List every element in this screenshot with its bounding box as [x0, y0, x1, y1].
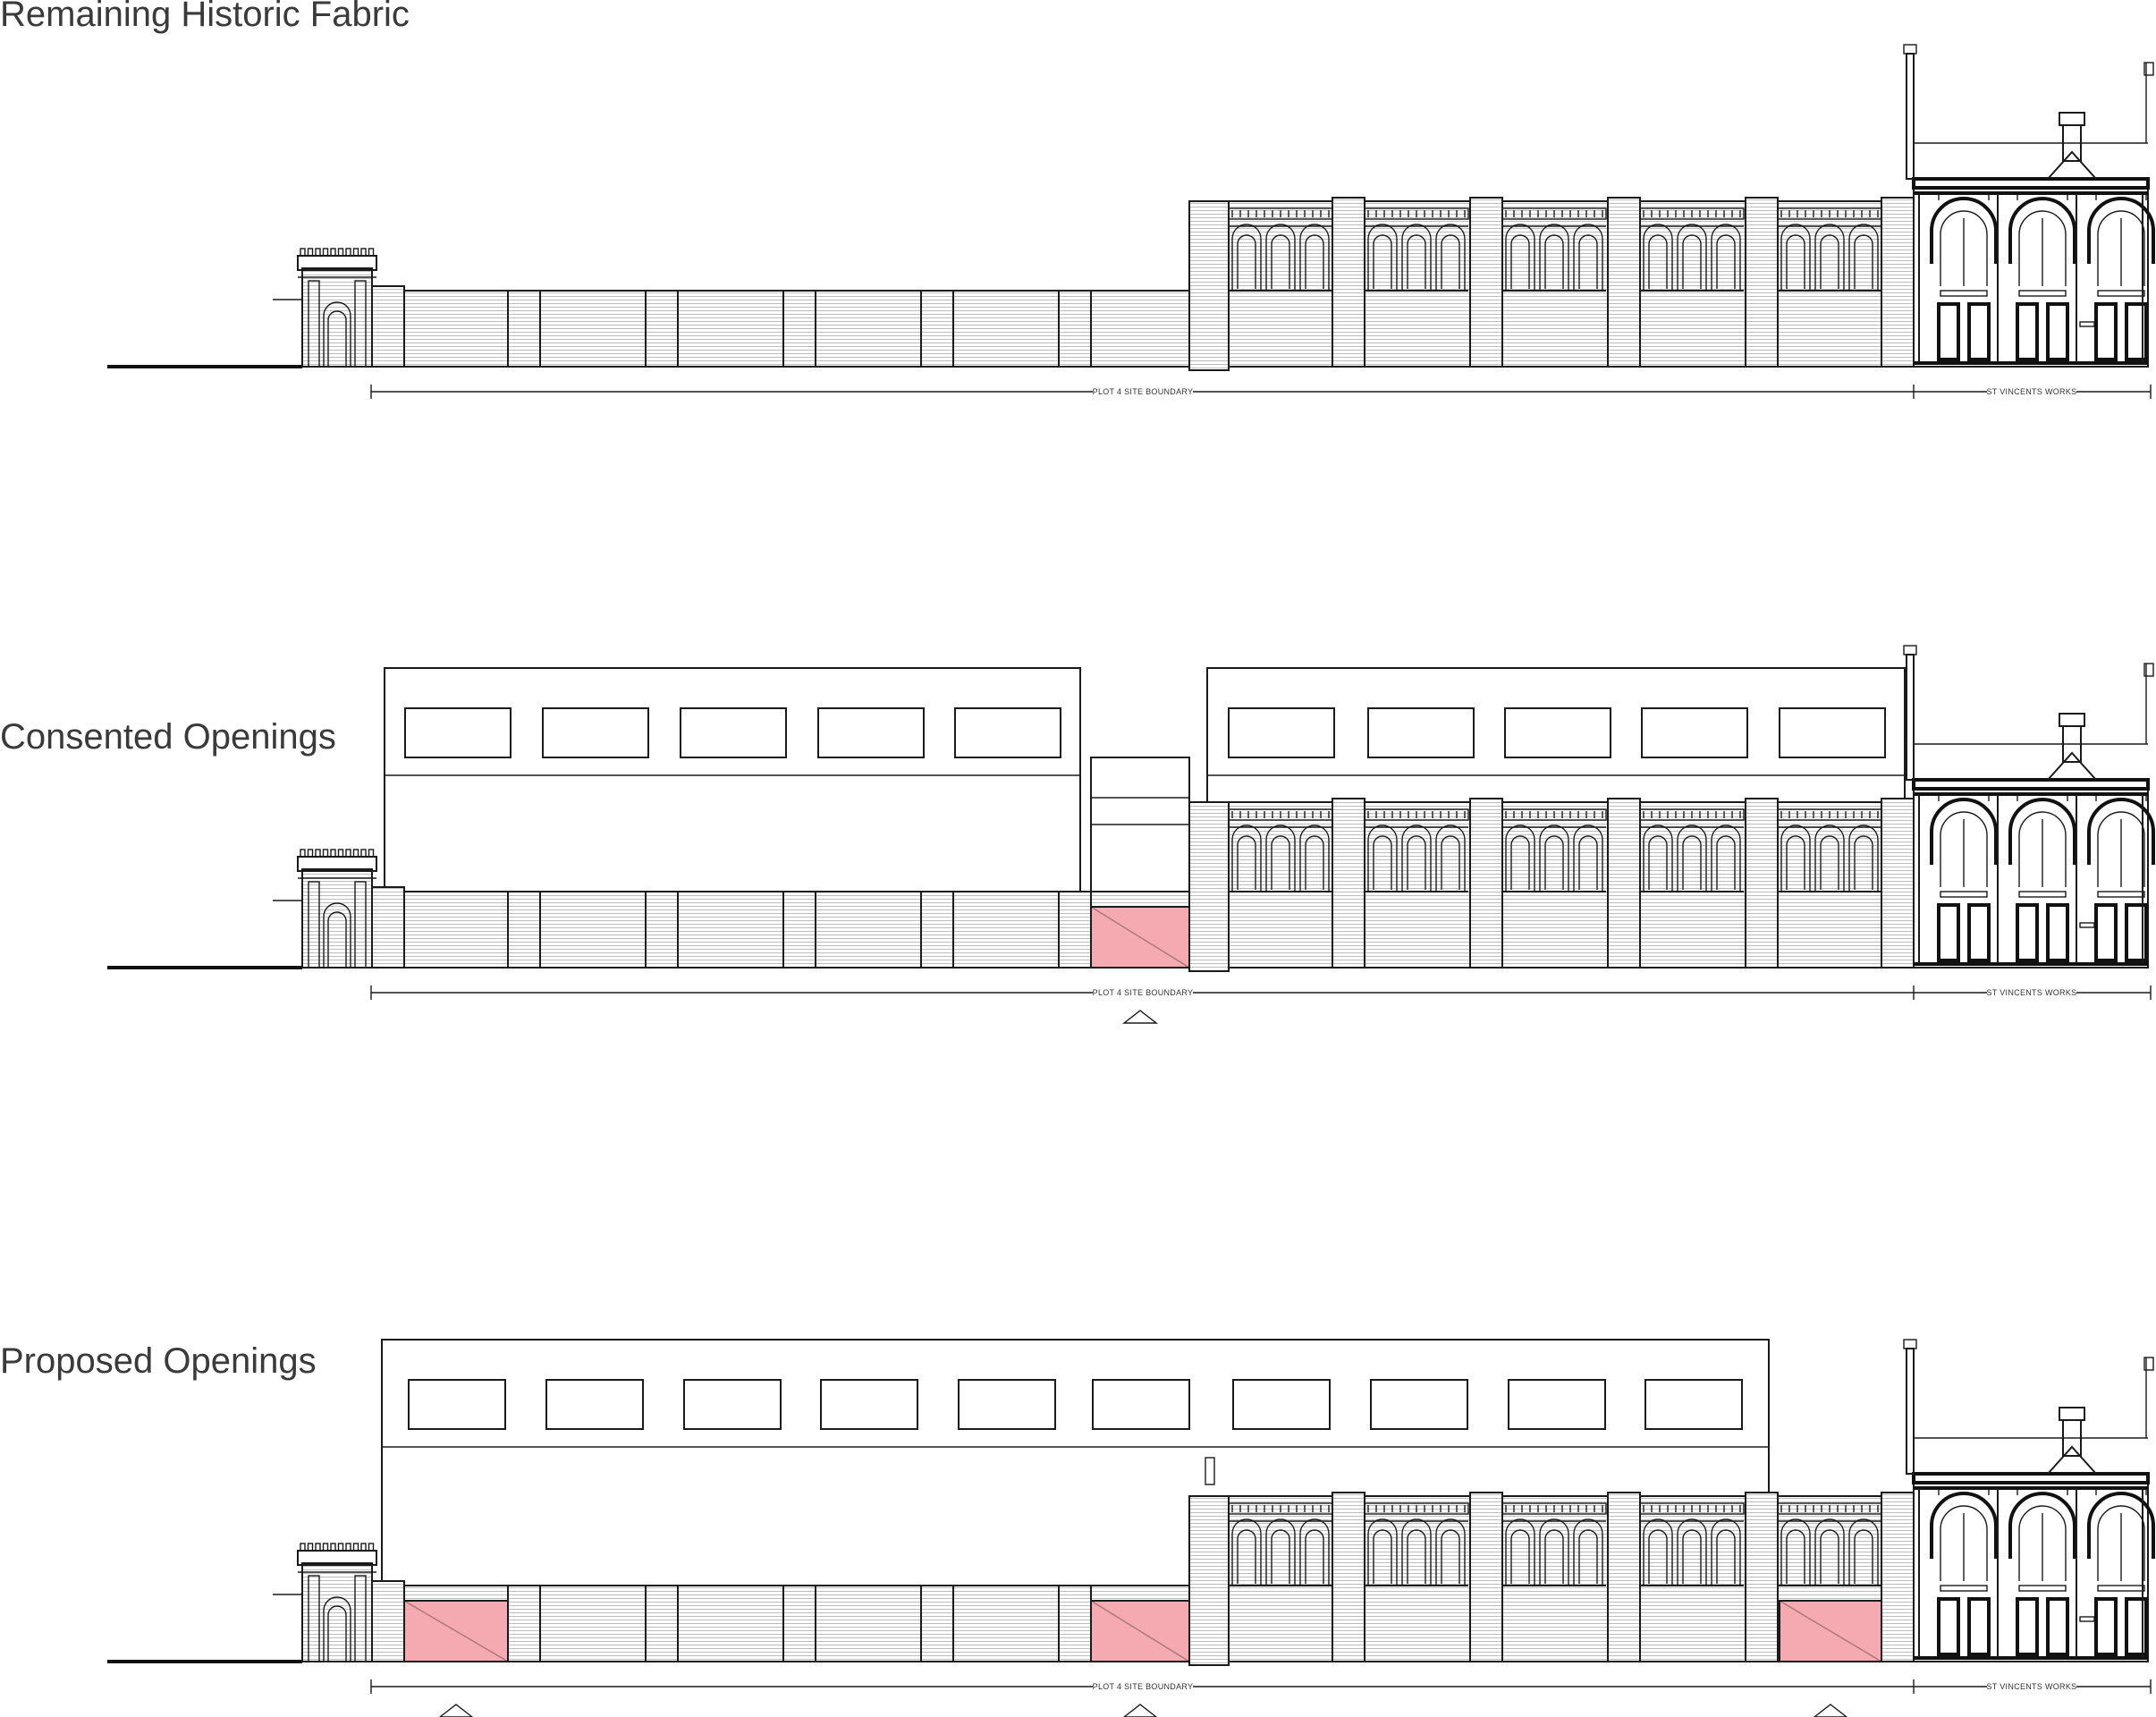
extension-window — [820, 1379, 918, 1430]
arched-window-group — [1364, 808, 1469, 892]
historic-mill-building — [1188, 197, 1915, 371]
arched-window-group — [1501, 808, 1607, 892]
extension-window — [404, 707, 512, 758]
arched-window-group — [1777, 1502, 1882, 1586]
arched-window-group — [1501, 1502, 1607, 1586]
arched-bay — [2008, 1490, 2095, 1656]
neighbour-label: ST VINCENTS WORKS — [1987, 988, 2077, 997]
opening-marker-center — [1121, 1010, 1159, 1024]
extension-west — [384, 667, 1081, 892]
arched-window-group — [1777, 207, 1882, 292]
gatehouse — [273, 248, 377, 368]
panel-title-consented: Consented Openings — [0, 717, 336, 757]
opening-marker-right — [1813, 1704, 1848, 1717]
extension-window — [1228, 707, 1335, 758]
extension-window — [680, 707, 787, 758]
arched-window-group — [1364, 207, 1469, 292]
arched-window-group — [1639, 1502, 1745, 1586]
elevation-historic: PLOT 4 SITE BOUNDARY ST VINCENTS WORKS — [107, 44, 2155, 399]
arched-window-group — [1228, 1502, 1333, 1586]
site-boundary-label: PLOT 4 SITE BOUNDARY — [1093, 387, 1194, 396]
extension-window — [1504, 707, 1611, 758]
extension-east — [1206, 667, 1906, 803]
arched-window-group — [1364, 1502, 1469, 1586]
gatehouse — [273, 1543, 377, 1662]
site-boundary-dimension: PLOT 4 SITE BOUNDARY ST VINCENTS WORKS — [370, 1679, 2152, 1694]
site-boundary-dimension: PLOT 4 SITE BOUNDARY ST VINCENTS WORKS — [370, 985, 2152, 1000]
arched-bay — [1930, 195, 1998, 361]
extension-window — [1092, 1379, 1190, 1430]
st-vincents-works — [1903, 645, 2155, 968]
elevation-proposed: PLOT 4 SITE BOUNDARY ST VINCENTS WORKS — [107, 1339, 2155, 1717]
opening-marker-left — [438, 1704, 474, 1717]
parapet-wall — [371, 886, 1190, 968]
arched-bay — [2087, 195, 2155, 361]
panel-title-historic: Remaining Historic Fabric — [0, 0, 410, 34]
elevation-consented: PLOT 4 SITE BOUNDARY ST VINCENTS WORKS — [107, 645, 2155, 1024]
arched-bay — [2087, 1490, 2155, 1656]
panel-proposed: Proposed Openings PLOT 4 SITE BOUNDARY ST… — [0, 1216, 2156, 1717]
st-vincents-works — [1903, 1339, 2155, 1662]
extension-window — [545, 1379, 644, 1430]
arched-window-group — [1639, 808, 1745, 892]
opening-marker-center — [1122, 1704, 1158, 1717]
opening-right — [1779, 1600, 1882, 1662]
extension-window — [1641, 707, 1748, 758]
opening-center — [1090, 1600, 1190, 1662]
arched-window-group — [1228, 808, 1333, 892]
opening-left — [403, 1600, 509, 1662]
extension-window — [958, 1379, 1056, 1430]
arched-bay — [2087, 796, 2155, 962]
extension-window — [1644, 1379, 1743, 1430]
site-boundary-label: PLOT 4 SITE BOUNDARY — [1093, 1682, 1194, 1691]
extension-window — [1370, 1379, 1468, 1430]
gatehouse — [273, 849, 377, 968]
parapet-wall — [371, 285, 1190, 368]
arched-window-group — [1777, 808, 1882, 892]
arched-bay — [2008, 195, 2095, 361]
extension-window — [408, 1379, 506, 1430]
neighbour-label: ST VINCENTS WORKS — [1987, 387, 2077, 396]
extension-window — [542, 707, 649, 758]
neighbour-label: ST VINCENTS WORKS — [1987, 1682, 2077, 1691]
panel-title-proposed: Proposed Openings — [0, 1341, 317, 1381]
arched-window-group — [1228, 207, 1333, 292]
extension-window — [1367, 707, 1475, 758]
arched-bay — [1930, 1490, 1998, 1656]
extension-window — [1508, 1379, 1606, 1430]
panel-historic: Remaining Historic Fabric PLOT 4 SITE BO… — [0, 0, 2156, 420]
extension-window — [1779, 707, 1886, 758]
extension-window — [954, 707, 1061, 758]
site-boundary-dimension: PLOT 4 SITE BOUNDARY ST VINCENTS WORKS — [370, 385, 2152, 399]
arched-window-group — [1639, 207, 1745, 292]
historic-mill-building — [1188, 798, 1915, 972]
st-vincents-works — [1903, 44, 2155, 368]
extension-window — [817, 707, 925, 758]
panel-consented: Consented Openings PLOT 4 SITE BOUNDARY S… — [0, 599, 2156, 1064]
extension-window — [683, 1379, 782, 1430]
site-boundary-label: PLOT 4 SITE BOUNDARY — [1093, 988, 1194, 997]
arched-bay — [1930, 796, 1998, 962]
arched-bay — [2008, 796, 2095, 962]
opening-center — [1090, 906, 1190, 968]
extension-window — [1232, 1379, 1331, 1430]
arched-window-group — [1501, 207, 1607, 292]
